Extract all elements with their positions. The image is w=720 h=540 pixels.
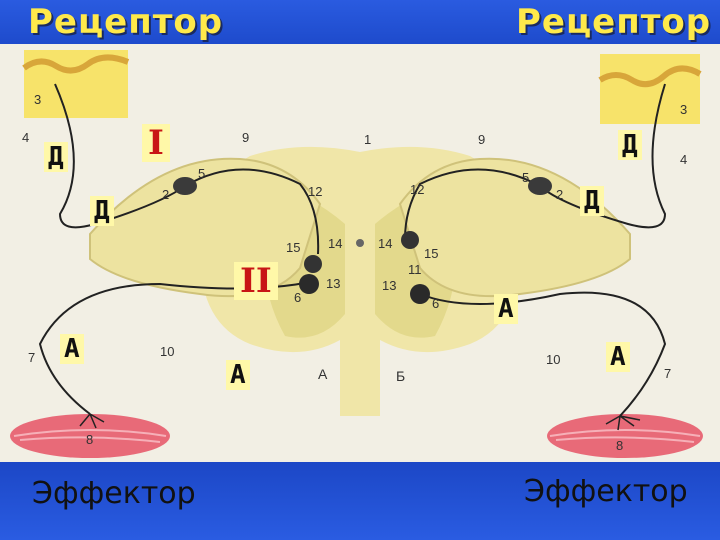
tag-a-left: А (60, 334, 84, 364)
label-13-left: 13 (326, 276, 340, 291)
roman-ii: II (234, 262, 278, 300)
tag-d-left-top: Д (44, 142, 68, 172)
label-15-left: 15 (286, 240, 300, 255)
label-13-right: 13 (382, 278, 396, 293)
motoneuron-right (410, 284, 430, 304)
label-8-left: 8 (86, 432, 93, 447)
roman-i: I (142, 124, 170, 162)
receptor-title-left: Рецептор (28, 2, 223, 42)
label-1: 1 (364, 132, 371, 147)
label-10-left: 10 (160, 344, 174, 359)
label-2-left: 2 (162, 187, 169, 202)
tag-d-right-mid: Д (580, 186, 604, 216)
label-11: 11 (408, 262, 422, 277)
tag-a-center: А (226, 360, 250, 390)
label-8-right: 8 (616, 438, 623, 453)
ganglion-cell-right (528, 177, 552, 195)
reflex-arc-diagram: 1 2 2 3 3 4 4 5 5 6 6 7 7 8 8 9 9 10 10 … (0, 44, 720, 462)
label-9-left: 9 (242, 130, 249, 145)
label-3-left: 3 (34, 92, 41, 107)
label-4-left: 4 (22, 130, 29, 145)
effector-label-left: Эффектор (32, 476, 196, 511)
label-7-right: 7 (664, 366, 671, 381)
central-canal (356, 239, 364, 247)
label-5-right: 5 (522, 170, 529, 185)
label-half-a: А (318, 366, 327, 382)
label-2-right: 2 (556, 187, 563, 202)
motoneuron-left (299, 274, 319, 294)
label-6-right: 6 (432, 296, 439, 311)
tag-a-right: А (606, 342, 630, 372)
interneuron-right (401, 231, 419, 249)
label-10-right: 10 (546, 352, 560, 367)
interneuron-left (304, 255, 322, 273)
label-half-b: Б (396, 368, 405, 384)
tag-d-right-top: Д (618, 130, 642, 160)
label-7-left: 7 (28, 350, 35, 365)
muscle-right (547, 414, 703, 458)
label-15-right: 15 (424, 246, 438, 261)
label-14-right: 14 (378, 236, 392, 251)
label-6-left: 6 (294, 290, 301, 305)
label-12-right: 12 (410, 182, 424, 197)
label-9-right: 9 (478, 132, 485, 147)
label-12-left: 12 (308, 184, 322, 199)
effector-label-right: Эффектор (524, 474, 688, 509)
label-5-left: 5 (198, 166, 205, 181)
nerve-right (400, 159, 630, 296)
receptor-title-right: Рецептор (516, 2, 711, 42)
tag-d-left-mid: Д (90, 196, 114, 226)
reflex-arc-svg (0, 44, 720, 462)
tag-a-right-center: А (494, 294, 518, 324)
label-3-right: 3 (680, 102, 687, 117)
label-14-left: 14 (328, 236, 342, 251)
label-4-right: 4 (680, 152, 687, 167)
ganglion-cell-left (173, 177, 197, 195)
